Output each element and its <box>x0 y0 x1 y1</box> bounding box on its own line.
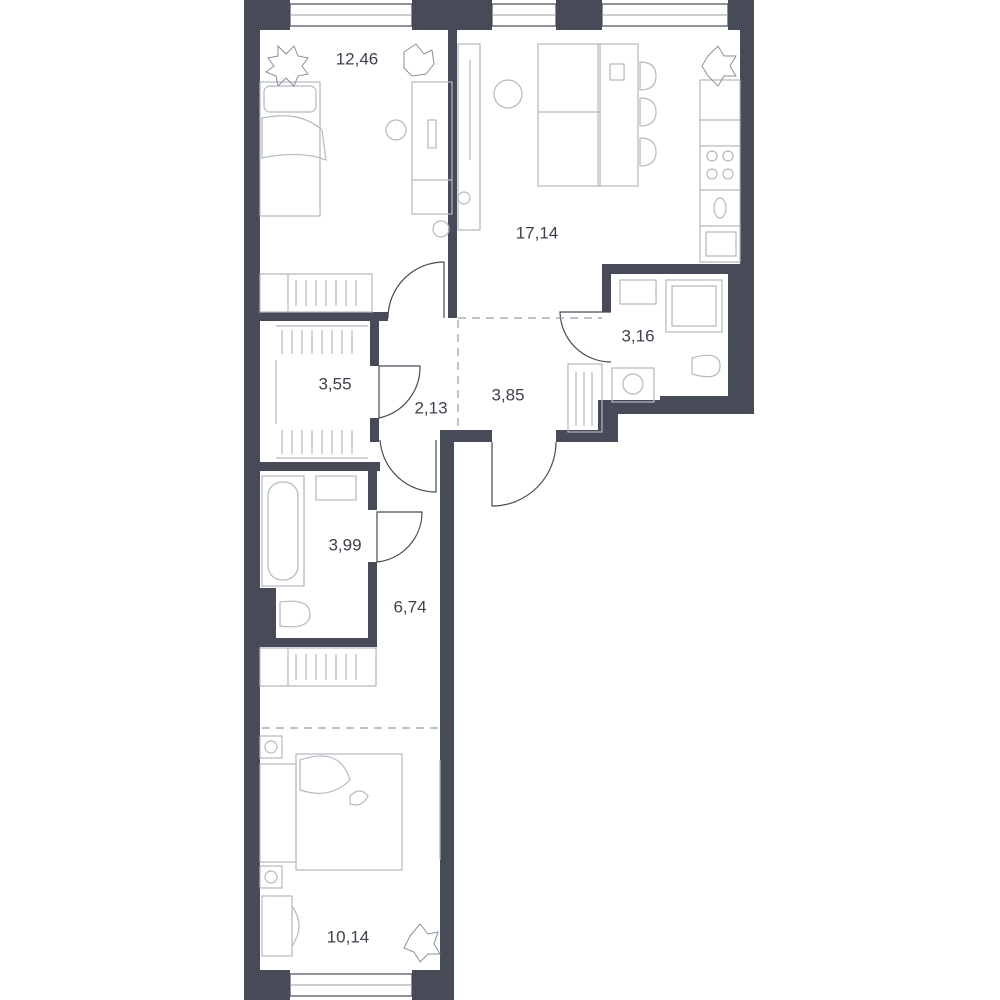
bathroom-1-area: 3,16 <box>621 326 654 345</box>
corridor-1-area: 2,13 <box>414 398 447 417</box>
windows <box>289 3 729 997</box>
bedroom-2-furniture <box>259 735 441 963</box>
bathroom-1-furniture <box>567 279 723 433</box>
bedroom-1-furniture <box>259 43 453 313</box>
wardrobe-area: 3,55 <box>318 374 351 393</box>
zone-dividers <box>262 317 602 729</box>
living-kitchen-area: 17,14 <box>516 223 559 242</box>
doors <box>376 261 612 563</box>
bedroom-2-area: 10,14 <box>327 927 370 946</box>
wardrobe-furniture <box>275 325 368 459</box>
living-kitchen-furniture <box>457 43 741 263</box>
area-labels: 12,46 17,14 3,16 3,55 2,13 3,85 3,99 6,7… <box>318 49 654 946</box>
hall-area: 3,85 <box>491 385 524 404</box>
bathroom-2-furniture <box>259 475 377 687</box>
corridor-2-area: 6,74 <box>393 597 426 616</box>
bathroom-2-area: 3,99 <box>328 535 361 554</box>
walls <box>244 0 754 1000</box>
bedroom-1-area: 12,46 <box>336 49 379 68</box>
